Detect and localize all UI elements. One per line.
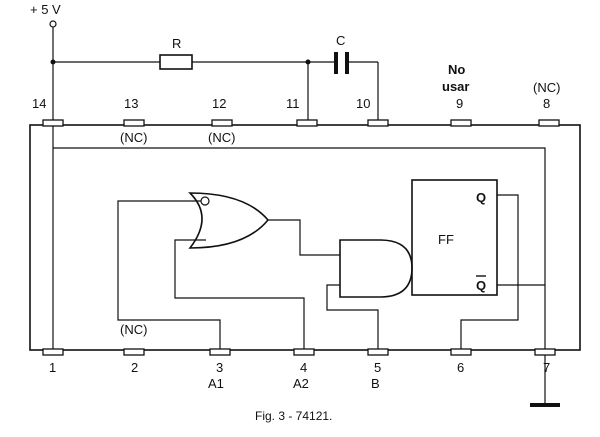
pin-9-note-no: No	[448, 62, 465, 77]
wire-or-to-and	[268, 219, 340, 256]
pin-6-pad	[450, 348, 472, 356]
pin-8-nc: (NC)	[533, 80, 560, 95]
capacitor-label: C	[336, 33, 345, 48]
figure-caption: Fig. 3 - 74121.	[255, 409, 332, 423]
supply-terminal	[49, 20, 57, 28]
pin-3-pad	[209, 348, 231, 356]
pin-9-note-usar: usar	[442, 79, 469, 94]
pin-12-pad	[211, 119, 233, 127]
wire-pin4-to-or	[174, 239, 305, 349]
pin-2-label: 2	[131, 360, 138, 375]
pin-7-label: 7	[543, 360, 550, 375]
flipflop-box	[411, 179, 498, 296]
pin-13-label: 13	[124, 96, 138, 111]
flipflop-qbar-label: Q	[476, 278, 486, 293]
pin-11-label: 11	[286, 96, 300, 111]
pin-10-pad	[367, 119, 389, 127]
pin-10-label: 10	[356, 96, 370, 111]
pin-5-name: B	[371, 376, 380, 391]
pin-1-pad	[42, 348, 64, 356]
or-gate-inverter-bubble	[200, 196, 210, 206]
pin-9-label: 9	[456, 96, 463, 111]
pin-4-pad	[293, 348, 315, 356]
pin-14-pad	[42, 119, 64, 127]
pin-1-label: 1	[49, 360, 56, 375]
pin-12-nc: (NC)	[208, 130, 235, 145]
wire-q-to-pin6	[460, 194, 519, 349]
top-pin-row	[42, 119, 560, 127]
or-gate	[188, 192, 270, 249]
pin-3-name: A1	[208, 376, 224, 391]
pin-11-pad	[296, 119, 318, 127]
pin-2-nc: (NC)	[120, 322, 147, 337]
pin-13-pad	[123, 119, 145, 127]
resistor-r	[159, 54, 193, 70]
wire-pin3-to-or	[117, 200, 221, 349]
pin-4-label: 4	[300, 360, 307, 375]
pin-7-pad	[534, 348, 556, 356]
pin-12-label: 12	[212, 96, 226, 111]
pin-6-label: 6	[457, 360, 464, 375]
pin-2-pad	[123, 348, 145, 356]
pin-4-name: A2	[293, 376, 309, 391]
pin-13-nc: (NC)	[120, 130, 147, 145]
vcc-internal-loop	[53, 147, 546, 349]
wire-pin5-to-and	[326, 284, 379, 349]
flipflop-label: FF	[438, 232, 454, 247]
pin-5-pad	[367, 348, 389, 356]
pin-5-label: 5	[374, 360, 381, 375]
pin-8-pad	[538, 119, 560, 127]
supply-label: + 5 V	[30, 2, 61, 17]
and-gate	[339, 239, 413, 298]
pin-3-label: 3	[216, 360, 223, 375]
flipflop-q-label: Q	[476, 190, 486, 205]
pin-8-label: 8	[543, 96, 550, 111]
pin-14-label: 14	[32, 96, 46, 111]
pin-9-pad	[450, 119, 472, 127]
resistor-label: R	[172, 36, 181, 51]
